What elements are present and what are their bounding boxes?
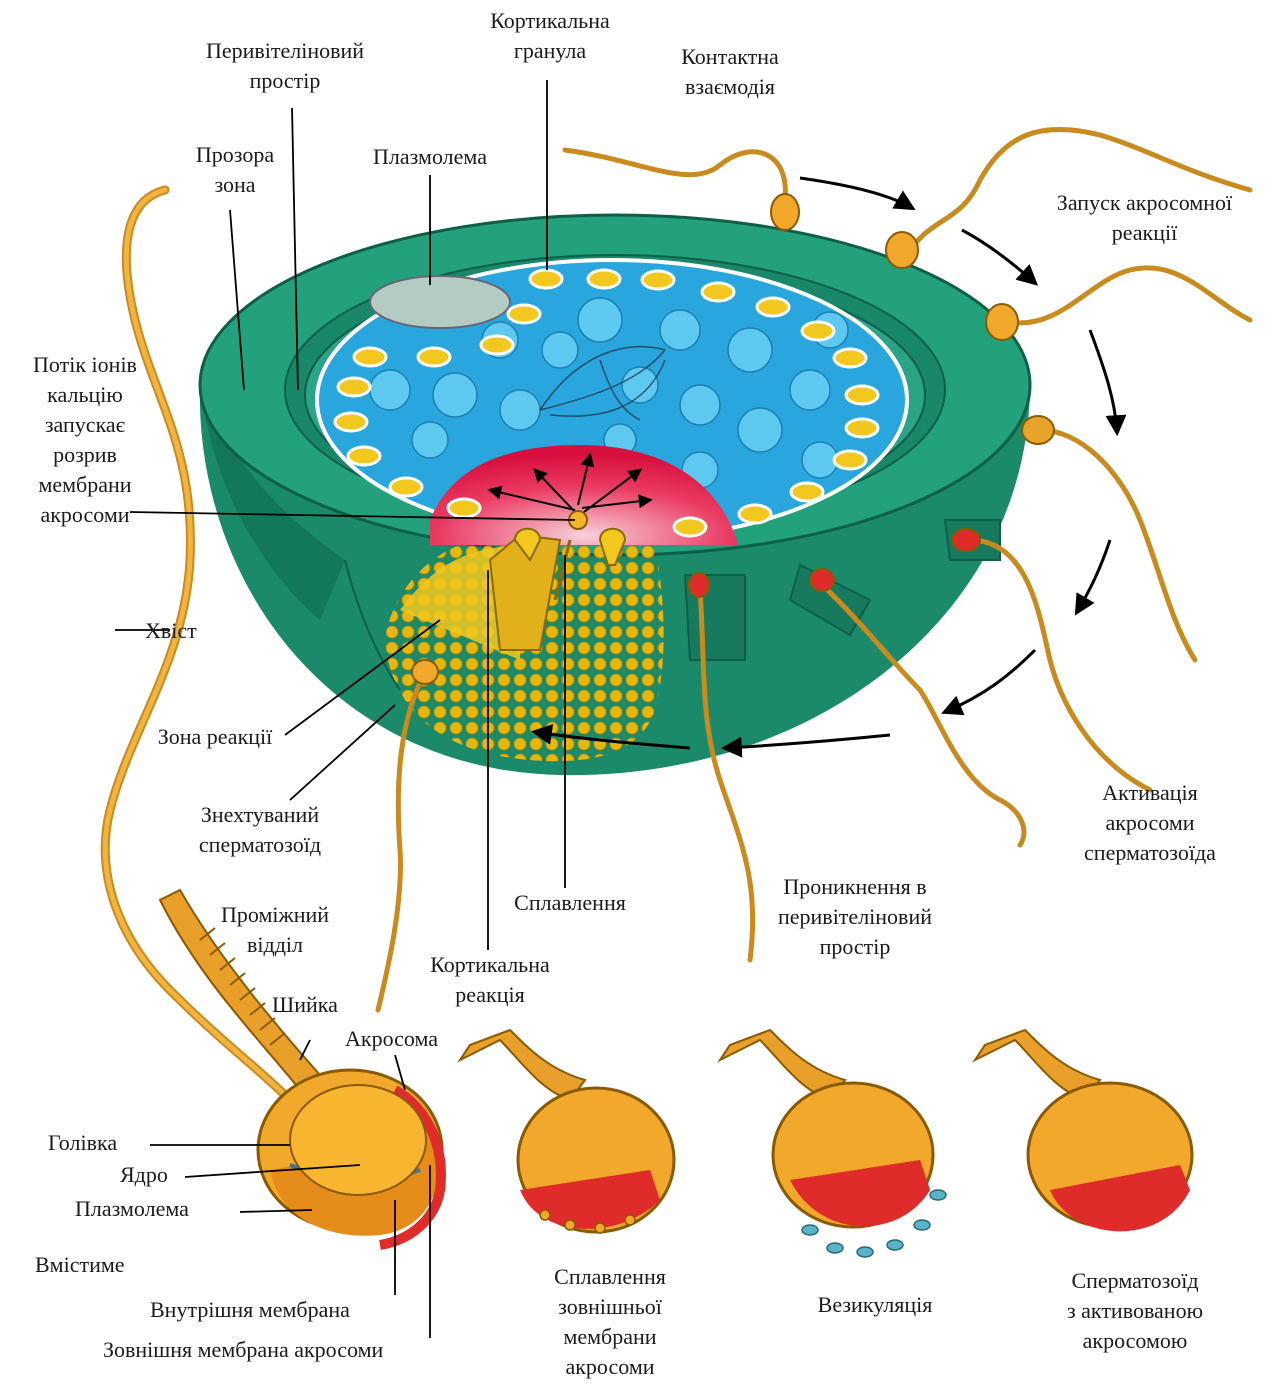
label-neck: Шийка — [272, 990, 338, 1020]
acrosome-stage-icon — [460, 1030, 1192, 1257]
label-inner-membrane: Внутрішня мембрана — [150, 1295, 350, 1325]
label-acrosome-reaction-start: Запуск акросомної реакції — [1022, 188, 1267, 248]
label-tail: Хвіст — [145, 616, 197, 646]
label-activated-sperm: Сперматозоїд з активованою акросомою — [1030, 1266, 1240, 1356]
label-intermediate: Проміжний відділ — [195, 900, 355, 960]
label-contents: Вмістиме — [35, 1250, 125, 1280]
label-unused-sperm: Знехтуваний сперматозоїд — [160, 800, 360, 860]
label-calcium-flow: Потік іонів кальцію запускає розрив мемб… — [0, 350, 170, 530]
label-head: Голівка — [48, 1128, 117, 1158]
sperm-nucleus — [290, 1085, 426, 1195]
label-contact-interaction: Контактна взаємодія — [650, 42, 810, 102]
plasmalemma-patch — [370, 276, 510, 328]
label-nucleus: Ядро — [120, 1160, 168, 1190]
label-cortical-granule: Кортикальна гранула — [470, 6, 630, 66]
label-reaction-zone: Зона реакції — [115, 722, 315, 752]
label-penetration: Проникнення в перивітеліновий простір — [740, 872, 970, 962]
label-plasmalemma-bottom: Плазмолема — [75, 1194, 189, 1224]
label-plasmalemma-top: Плазмолема — [350, 142, 510, 172]
label-perivitelline-space: Перивітеліновий простір — [170, 36, 400, 96]
label-outer-membrane: Зовнішня мембрана акросоми — [103, 1335, 383, 1365]
label-vesiculation: Везикуляція — [790, 1290, 960, 1320]
label-acrosome: Акросома — [345, 1024, 438, 1054]
label-cortical-reaction: Кортикальна реакція — [400, 950, 580, 1010]
label-acrosome-activation: Активація акросоми сперматозоїда — [1050, 778, 1250, 868]
label-outer-fusion: Сплавлення зовнішньої мембрани акросоми — [510, 1262, 710, 1382]
egg-cell-diagram — [200, 215, 1030, 775]
label-zona-pellucida: Прозора зона — [170, 140, 300, 200]
label-fusion: Сплавлення — [495, 888, 645, 918]
